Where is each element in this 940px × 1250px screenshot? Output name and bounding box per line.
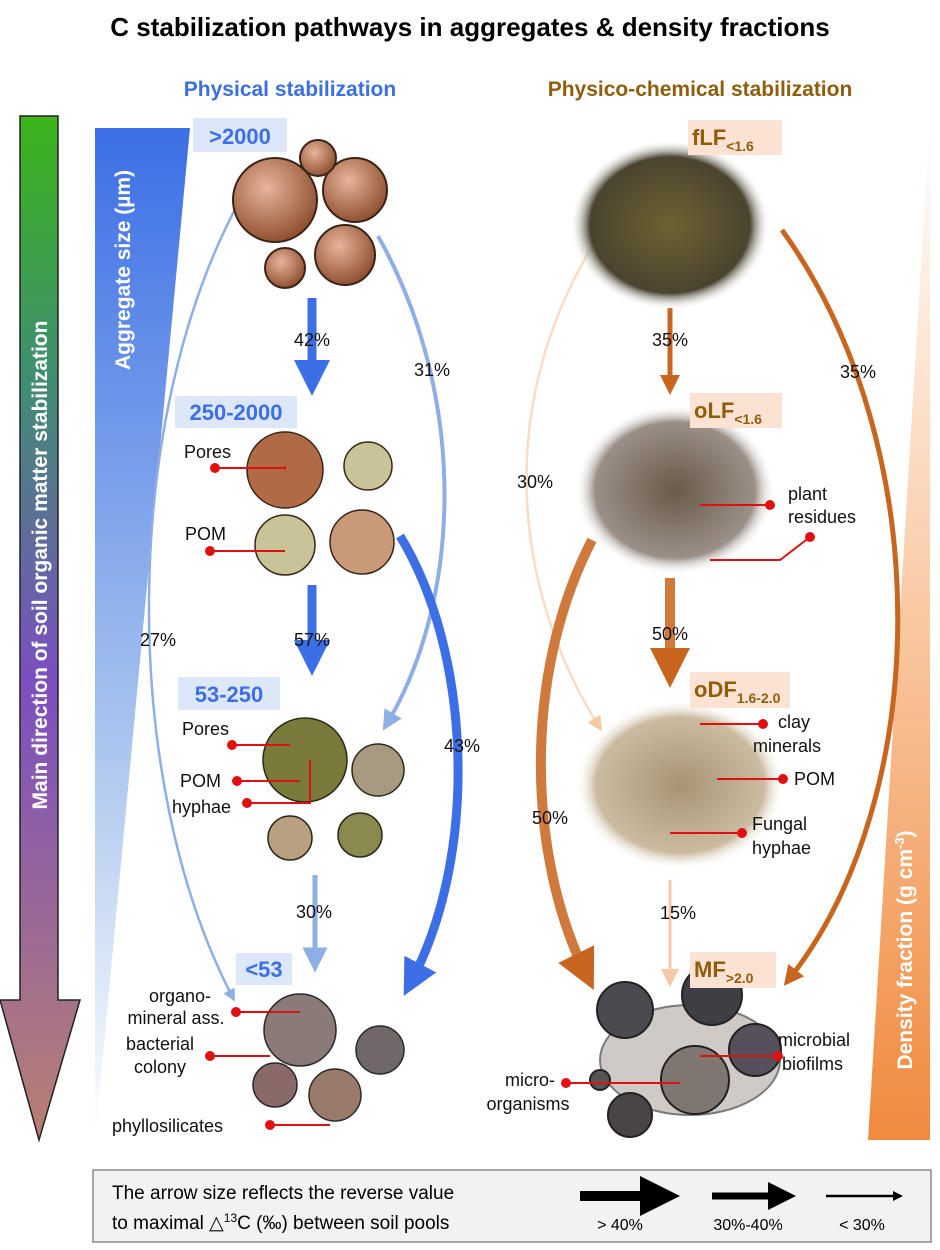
flow-2000-to-53 [376, 235, 447, 731]
odf-illustration [575, 700, 785, 870]
pct-2000-to-53: 31% [414, 360, 450, 380]
pct-olf-to-odf: 50% [652, 624, 688, 644]
legend-item-gt40: > 40% [597, 1217, 643, 1234]
main-direction-label: Main direction of soil organic matter st… [29, 321, 52, 810]
callout-micro: micro- [505, 1070, 555, 1090]
flow-250-to-lt53 [396, 533, 463, 996]
legend-item-lt30: < 30% [839, 1217, 885, 1234]
pct-flf-to-olf: 35% [652, 330, 688, 350]
pct-flf-to-mf: 35% [840, 362, 876, 382]
callout-bacterial: bacterial [126, 1034, 194, 1054]
mf-illustration [589, 964, 782, 1138]
legend-box: The arrow size reflects the reverse valu… [92, 1169, 932, 1243]
label-bg-olf [690, 393, 782, 428]
callout-organisms: organisms [486, 1094, 569, 1114]
legend-line-1: The arrow size reflects the reverse valu… [112, 1183, 454, 1204]
olf-illustration [575, 405, 775, 575]
pct-2000-to-250: 42% [294, 330, 330, 350]
callout-hyphae-odf: hyphae [752, 838, 811, 858]
label-bg-flf [688, 120, 782, 155]
label-bg-53 [178, 677, 280, 710]
chemical-callouts [561, 500, 815, 1088]
aggregate-53-illustration [262, 717, 405, 861]
aggregate-label-250: 250-2000 [190, 400, 283, 425]
aggregate-size-label: Aggregate size (µm) [112, 170, 135, 370]
callout-pores-250: Pores [184, 442, 231, 462]
callout-residues: residues [788, 507, 856, 527]
callout-pores-53: Pores [182, 719, 229, 739]
callout-pom-53: POM [180, 771, 221, 791]
physical-callouts [205, 463, 330, 1130]
main-direction-arrow [0, 115, 82, 1143]
aggregate-label-2000: >2000 [209, 124, 271, 149]
callout-organo: organo- [149, 986, 211, 1006]
callout-pom-odf: POM [794, 769, 835, 789]
aggregate-label-lt53: <53 [245, 957, 282, 982]
label-bg-mf [690, 952, 776, 988]
fraction-label-flf: fLF<1.6 [692, 125, 754, 154]
pct-olf-to-mf: 50% [532, 808, 568, 828]
aggregate-label-53: 53-250 [195, 682, 264, 707]
aggregate-lt53-illustration [252, 993, 405, 1122]
pct-250-to-53: 57% [294, 630, 330, 650]
label-bg-250 [175, 396, 297, 428]
callout-mineral-ass: mineral ass. [127, 1008, 224, 1028]
label-bg-odf [690, 672, 790, 708]
flow-2000-to-lt53 [147, 199, 242, 1002]
callout-biofilms: biofilms [782, 1054, 843, 1074]
flow-flf-to-mf [779, 228, 901, 986]
legend-line-2: to maximal △13C (‰) between soil pools [112, 1211, 449, 1234]
fraction-label-odf: oDF1.6-2.0 [694, 677, 781, 706]
figure-title: C stabilization pathways in aggregates &… [110, 12, 830, 42]
pct-flf-to-odf: 30% [517, 472, 553, 492]
pct-250-to-lt53: 43% [444, 736, 480, 756]
callout-minerals: minerals [753, 736, 821, 756]
flow-olf-to-mf [535, 537, 597, 990]
callout-clay: clay [778, 712, 810, 732]
legend-item-30-40: 30%-40% [713, 1217, 782, 1234]
callout-plant: plant [788, 484, 827, 504]
label-bg-2000 [193, 118, 287, 152]
callout-hyphae-53: hyphae [172, 797, 231, 817]
callout-phyllosilicates: phyllosilicates [112, 1116, 223, 1136]
callout-pom-250: POM [185, 524, 226, 544]
callout-fungal: Fungal [752, 814, 807, 834]
physico-chemical-column-title: Physico-chemical stabilization [548, 78, 853, 101]
label-bg-lt53 [236, 953, 292, 985]
pct-53-to-lt53: 30% [296, 902, 332, 922]
aggregate-2000-illustration [232, 139, 388, 289]
callout-microbial: microbial [778, 1030, 850, 1050]
aggregate-250-illustration [246, 431, 395, 576]
physical-column-title: Physical stabilization [184, 78, 396, 101]
density-fraction-label: Density fraction (g cm-3) [892, 830, 917, 1069]
flf-illustration [570, 140, 770, 310]
fraction-label-olf: oLF<1.6 [694, 398, 762, 427]
callout-colony: colony [134, 1057, 186, 1077]
pct-2000-to-lt53: 27% [140, 630, 176, 650]
fraction-label-mf: MF>2.0 [694, 957, 754, 986]
pct-odf-to-mf: 15% [660, 903, 696, 923]
aggregate-size-wedge [95, 128, 190, 1140]
flow-flf-to-odf [525, 249, 602, 732]
